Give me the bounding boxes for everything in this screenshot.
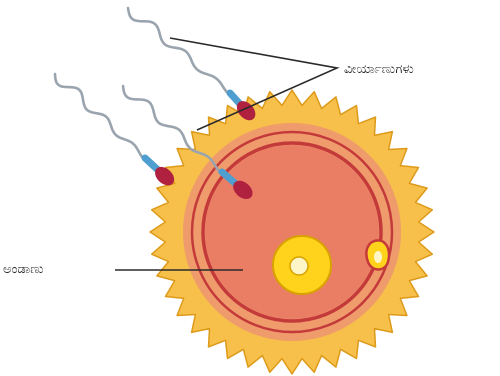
egg-label: ಅಂಡಾಣು bbox=[3, 263, 44, 276]
nucleolus bbox=[290, 257, 308, 275]
sperm-midpiece bbox=[145, 158, 158, 170]
sperm-cell-2 bbox=[55, 74, 178, 189]
egg-cell bbox=[150, 90, 434, 374]
sperm-tail bbox=[128, 8, 229, 94]
polar-body-core bbox=[374, 251, 382, 263]
sperm-tail bbox=[55, 74, 144, 159]
sperm-cell-1 bbox=[128, 8, 259, 124]
sperm-midpiece bbox=[230, 93, 240, 104]
sperm-label: ವೀರ್ಯಾಣುಗಳು bbox=[344, 63, 414, 76]
